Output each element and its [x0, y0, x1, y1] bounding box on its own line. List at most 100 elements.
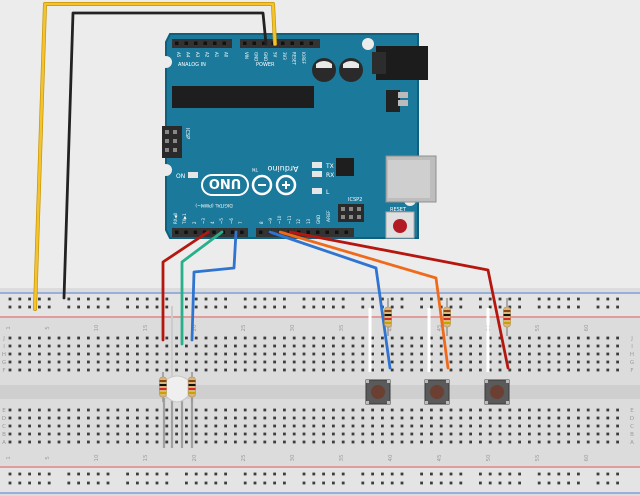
power-pin-label: RESET — [292, 52, 297, 65]
breadboard-hole — [557, 360, 561, 364]
breadboard-hole — [488, 352, 492, 356]
breadboard-hole — [273, 360, 276, 364]
breadboard-hole — [332, 416, 335, 420]
breadboard-hole — [38, 432, 41, 436]
button-corner — [506, 380, 509, 383]
breadboard-hole — [537, 360, 541, 364]
breadboard-hole — [420, 336, 423, 340]
breadboard-hole — [390, 440, 394, 444]
breadboard-hole — [194, 432, 198, 436]
breadboard-hole — [116, 440, 120, 444]
breadboard-hole — [596, 368, 600, 372]
breadboard-hole — [312, 305, 316, 309]
digital-pin-label: 13 — [306, 218, 311, 224]
breadboard-hole — [67, 432, 71, 436]
breadboard-hole — [273, 440, 276, 444]
breadboard-hole — [273, 305, 276, 309]
breadboard-hole — [38, 305, 41, 309]
breadboard-hole — [400, 297, 404, 301]
push-button — [424, 379, 450, 405]
breadboard-hole — [332, 360, 335, 364]
breadboard-hole — [547, 440, 551, 444]
column-number: 10 — [94, 454, 100, 461]
breadboard-hole — [322, 368, 325, 372]
digital-pin-label: 2 — [192, 221, 197, 224]
breadboard-hole — [351, 336, 355, 340]
breadboard-hole — [155, 481, 159, 485]
breadboard-hole — [537, 336, 541, 340]
breadboard-hole — [136, 481, 139, 485]
breadboard-hole — [537, 352, 541, 356]
breadboard-hole — [312, 336, 316, 340]
breadboard-hole — [518, 360, 521, 364]
breadboard-hole — [185, 432, 188, 436]
column-number: 25 — [241, 454, 247, 461]
breadboard-hole — [253, 440, 257, 444]
breadboard-hole — [498, 416, 502, 420]
breadboard-hole — [390, 432, 394, 436]
breadboard-hole — [567, 352, 570, 356]
reset-button-cap[interactable] — [393, 219, 407, 233]
breadboard-hole — [390, 472, 394, 476]
breadboard-hole — [283, 472, 286, 476]
breadboard-hole — [322, 352, 325, 356]
breadboard-hole — [616, 408, 619, 412]
breadboard-hole — [204, 424, 208, 428]
breadboard-hole — [253, 481, 257, 485]
breadboard-hole — [577, 416, 580, 420]
breadboard-hole — [77, 297, 80, 301]
breadboard-hole — [488, 472, 492, 476]
breadboard-hole — [126, 305, 129, 309]
breadboard-hole — [292, 336, 296, 340]
breadboard-hole — [341, 440, 345, 444]
breadboard-hole — [312, 368, 316, 372]
breadboard-hole — [145, 352, 149, 356]
breadboard-hole — [508, 481, 512, 485]
breadboard-hole — [577, 368, 580, 372]
breadboard-hole — [185, 440, 188, 444]
mount-hole — [160, 56, 172, 68]
breadboard-hole — [47, 368, 51, 372]
breadboard-hole — [449, 481, 453, 485]
breadboard-hole — [253, 432, 257, 436]
rgb-led — [162, 306, 194, 448]
breadboard-hole — [518, 432, 521, 436]
breadboard-hole — [528, 408, 531, 412]
breadboard-hole — [18, 297, 22, 301]
breadboard-hole — [194, 305, 198, 309]
breadboard-hole — [165, 297, 169, 301]
breadboard-hole — [273, 368, 276, 372]
button-group — [365, 379, 510, 405]
breadboard-hole — [518, 344, 521, 348]
row-letter: G — [2, 360, 6, 366]
breadboard-hole — [616, 297, 619, 301]
breadboard: 1155101015152020252530303535404045455050… — [0, 288, 640, 496]
icsp2-pin — [341, 207, 345, 211]
breadboard-hole — [47, 416, 51, 420]
header-pin — [193, 230, 198, 234]
breadboard-hole — [557, 352, 561, 356]
breadboard-hole — [126, 481, 129, 485]
breadboard-hole — [283, 432, 286, 436]
breadboard-hole — [155, 352, 159, 356]
breadboard-hole — [47, 440, 51, 444]
breadboard-hole — [606, 352, 610, 356]
breadboard-hole — [126, 424, 129, 428]
breadboard-hole — [126, 432, 129, 436]
breadboard-hole — [430, 305, 433, 309]
breadboard-hole — [518, 352, 521, 356]
icsp2-pin — [349, 215, 353, 219]
breadboard-hole — [332, 481, 335, 485]
breadboard-hole — [488, 416, 492, 420]
breadboard-hole — [96, 344, 100, 348]
breadboard-hole — [410, 360, 414, 364]
breadboard-hole — [361, 336, 365, 340]
breadboard-hole — [430, 440, 433, 444]
breadboard-hole — [430, 424, 433, 428]
breadboard-hole — [498, 481, 502, 485]
power-header-label: POWER — [256, 62, 275, 68]
breadboard-hole — [341, 432, 345, 436]
breadboard-hole — [557, 408, 561, 412]
breadboard-hole — [175, 352, 178, 356]
